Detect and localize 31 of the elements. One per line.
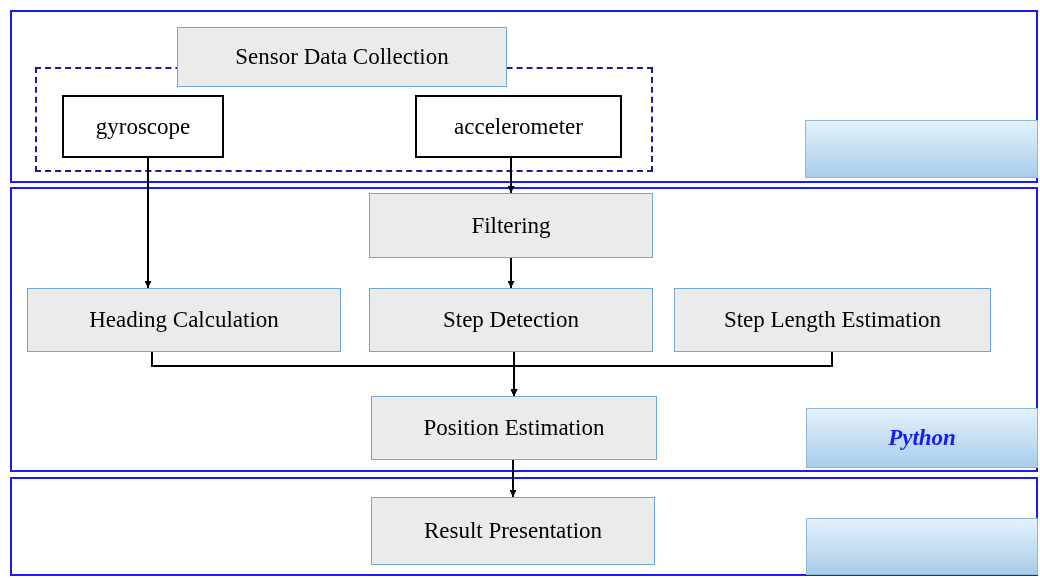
region-band bbox=[10, 187, 1038, 472]
box-label: Heading Calculation bbox=[89, 307, 279, 333]
box-label: Result Presentation bbox=[423, 518, 603, 544]
sensor-box bbox=[62, 95, 224, 158]
process-box bbox=[674, 288, 991, 352]
region-band bbox=[10, 477, 1038, 576]
dashed-group-box bbox=[35, 67, 653, 172]
box-label: Filtering bbox=[471, 212, 551, 239]
arrow bbox=[144, 157, 152, 289]
tool-label: Python bbox=[888, 425, 956, 451]
process-box bbox=[371, 497, 655, 565]
arrow bbox=[510, 351, 833, 397]
process-box bbox=[177, 27, 507, 87]
box-label: Sensor Data Collection bbox=[235, 44, 449, 70]
process-box bbox=[371, 396, 657, 460]
process-box bbox=[369, 288, 653, 352]
process-box bbox=[27, 288, 341, 352]
arrow bbox=[507, 157, 515, 194]
arrow bbox=[509, 459, 517, 498]
box-label: Position Estimation bbox=[423, 415, 605, 441]
arrow bbox=[507, 257, 515, 289]
tool-badge bbox=[805, 120, 1038, 178]
box-label: Step Length Estimation bbox=[723, 307, 942, 333]
tool-badge bbox=[806, 518, 1038, 575]
box-label: accelerometer bbox=[454, 113, 583, 140]
sensor-box bbox=[415, 95, 622, 158]
box-label: Step Detection bbox=[442, 307, 579, 333]
region-band bbox=[10, 10, 1038, 183]
process-box bbox=[369, 193, 653, 258]
box-label: gyroscope bbox=[95, 113, 191, 140]
tool-badge bbox=[806, 408, 1038, 468]
